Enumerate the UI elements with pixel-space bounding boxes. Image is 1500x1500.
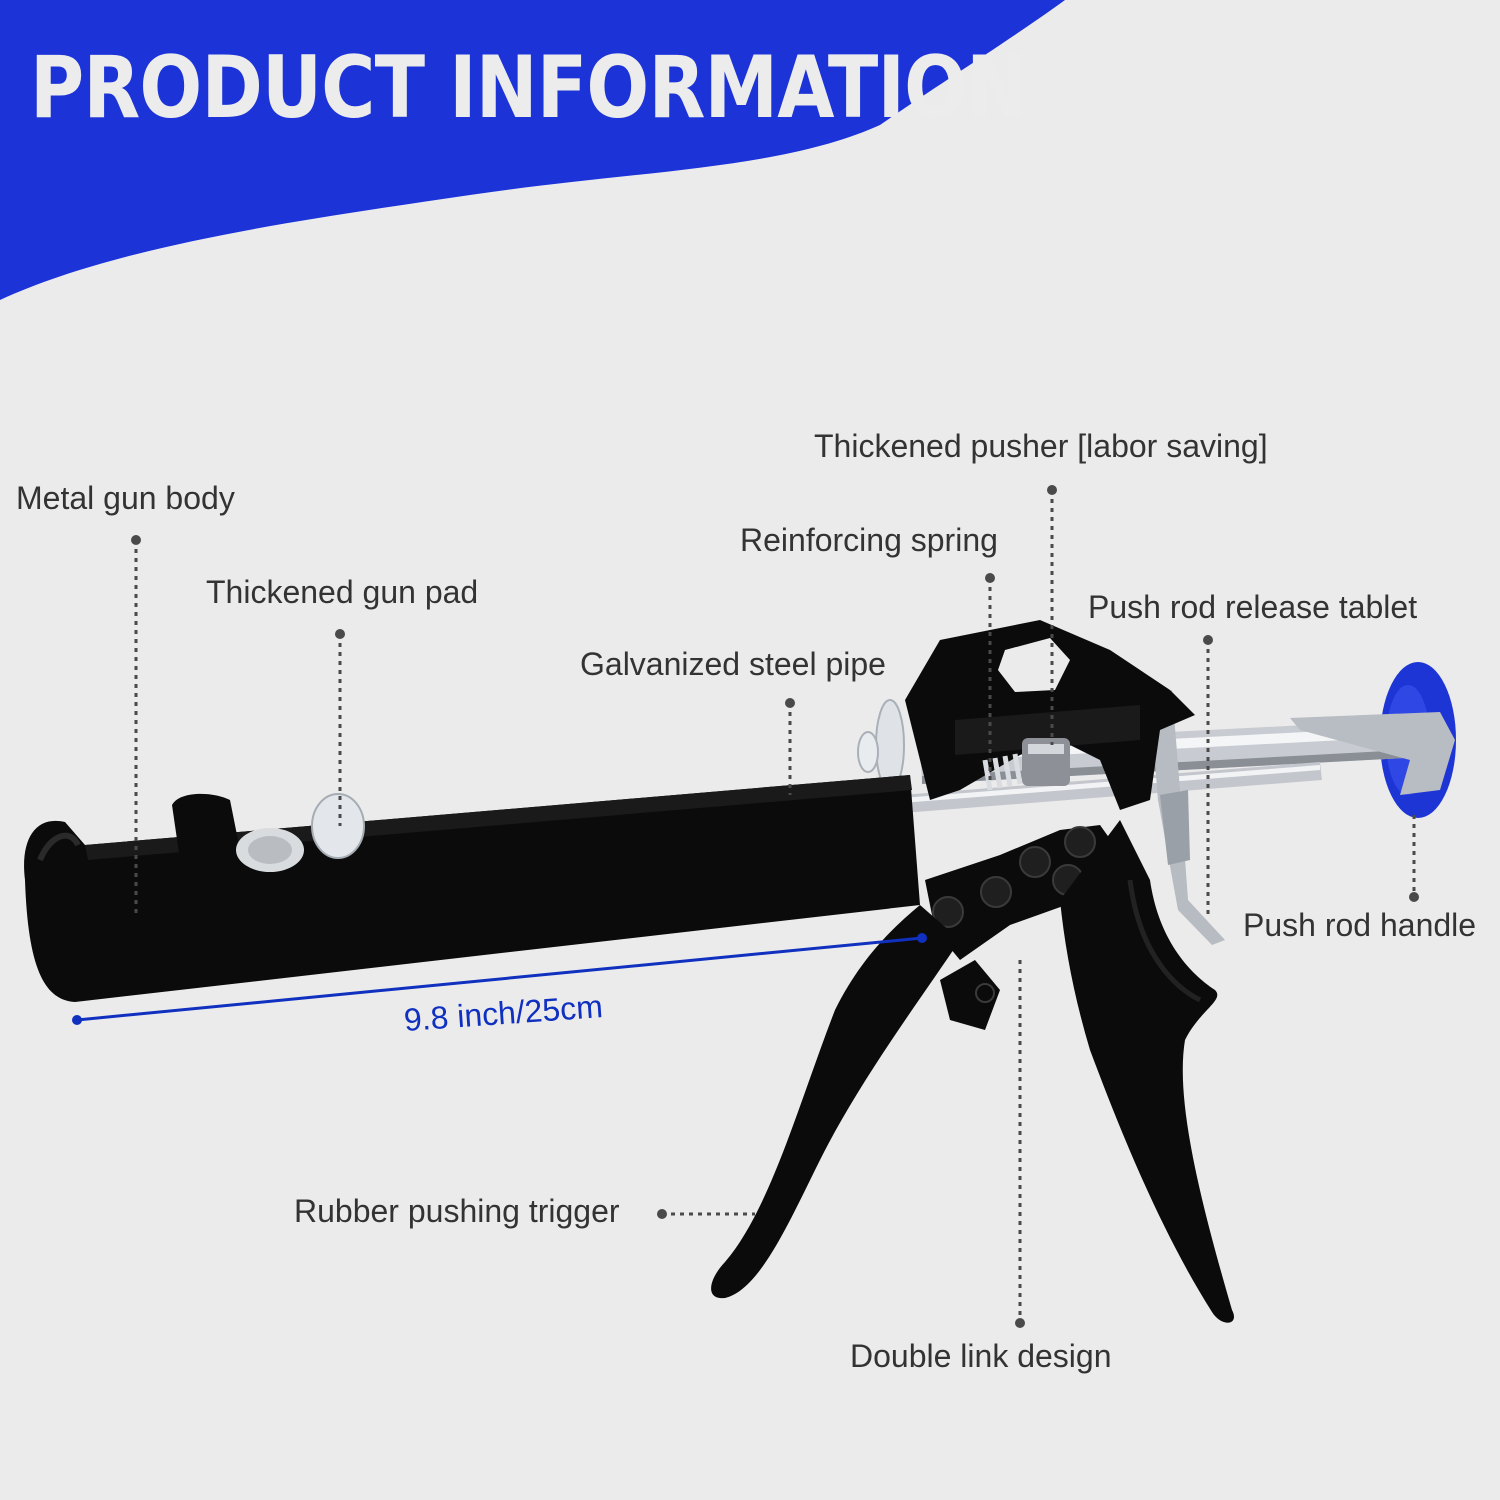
page-title: PRODUCT INFORMATION [30,38,1028,138]
label-push-rod-handle: Push rod handle [1243,907,1477,943]
caulking-gun-illustration [24,620,1456,1323]
dimension-line [72,933,927,1025]
callout-dots [131,485,1419,1328]
label-metal-gun-body: Metal gun body [16,480,235,516]
link-rivets [932,826,1096,928]
reinforcing-spring [982,753,1023,791]
frame-hole [998,638,1070,692]
callout-leaders [134,490,1416,1323]
label-reinforcing-spring: Reinforcing spring [740,522,998,558]
rubber-pushing-trigger [711,905,960,1299]
push-rod-release-tablet [1150,690,1225,945]
label-thickened-pusher: Thickened pusher [labor saving] [814,428,1268,464]
thickened-gun-pad-rear [311,793,365,859]
label-rubber-pushing-trigger: Rubber pushing trigger [294,1193,620,1229]
label-galvanized-steel-pipe: Galvanized steel pipe [580,646,886,682]
rear-grip-handle [1060,820,1234,1323]
metal-gun-body [24,775,921,1002]
double-link-plate [925,825,1125,960]
label-thickened-gun-pad: Thickened gun pad [206,574,479,610]
label-double-link-design: Double link design [850,1338,1112,1374]
label-push-rod-release-tablet: Push rod release tablet [1088,589,1418,625]
